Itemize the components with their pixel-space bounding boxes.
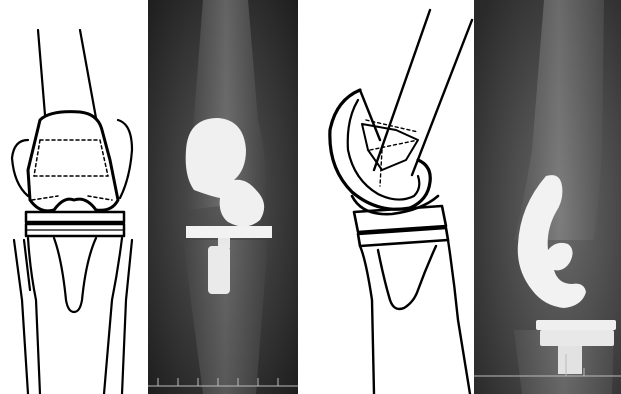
lateral-knee-implant-schematic-icon [322,0,474,394]
ap-radiograph-panel [148,0,298,394]
ap-knee-implant-schematic-icon [0,0,146,394]
ap-knee-radiograph-icon [148,0,298,394]
lateral-schematic-panel [322,0,474,394]
ap-schematic-panel [0,0,146,394]
lateral-knee-radiograph-icon [474,0,621,394]
lateral-radiograph-panel [474,0,621,394]
